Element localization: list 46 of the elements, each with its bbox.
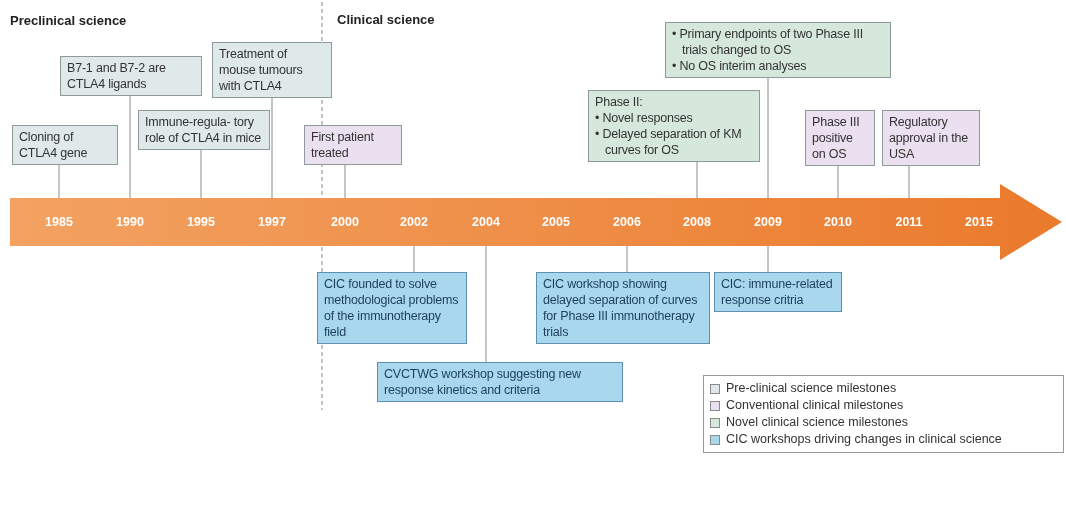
milestone-box: Treatment of mouse tumours with CTLA4 xyxy=(212,42,332,98)
year-label: 2000 xyxy=(319,198,371,246)
milestone-box: Regulatory approval in the USA xyxy=(882,110,980,166)
year-label: 2008 xyxy=(671,198,723,246)
milestone-box: Phase III positive on OS xyxy=(805,110,875,166)
leader-line xyxy=(767,77,769,199)
year-label: 1995 xyxy=(175,198,227,246)
year-label: 2010 xyxy=(812,198,864,246)
milestone-box: B7-1 and B7-2 are CTLA4 ligands xyxy=(60,56,202,96)
milestone-box: CIC workshop showing delayed separation of curves for Phase III immunotherapy trials xyxy=(536,272,710,344)
leader-line xyxy=(413,245,415,273)
leader-line xyxy=(626,245,628,273)
milestone-box: Cloning of CTLA4 gene xyxy=(12,125,118,165)
leader-line xyxy=(271,97,273,199)
milestone-box: CVCTWG workshop suggesting new response kinetics and criteria xyxy=(377,362,623,402)
year-label: 2005 xyxy=(530,198,582,246)
legend-label: Novel clinical science milestones xyxy=(726,414,909,432)
leader-line xyxy=(696,161,698,199)
legend-label: Pre-clinical science milestones xyxy=(726,380,897,398)
year-label: 1997 xyxy=(246,198,298,246)
year-label: 2002 xyxy=(388,198,440,246)
milestone-box: CIC founded to solve methodological problems of the immunotherapy field xyxy=(317,272,467,344)
year-label: 1985 xyxy=(33,198,85,246)
year-label: 2015 xyxy=(953,198,1005,246)
leader-line xyxy=(767,245,769,273)
year-label: 2004 xyxy=(460,198,512,246)
legend-label: Conventional clinical milestones xyxy=(726,397,904,415)
milestone-box: • Primary endpoints of two Phase III trials changed to OS • No OS interim analyses xyxy=(665,22,891,78)
milestone-box: Immune-regula- tory role of CTLA4 in mice xyxy=(138,110,270,150)
year-label: 2009 xyxy=(742,198,794,246)
year-label: 2006 xyxy=(601,198,653,246)
year-label: 1990 xyxy=(104,198,156,246)
section-heading: Preclinical science xyxy=(10,12,127,30)
section-heading: Clinical science xyxy=(337,11,435,29)
milestone-box: CIC: immune-related response critria xyxy=(714,272,842,312)
leader-line xyxy=(129,95,131,199)
leader-line xyxy=(837,165,839,199)
leader-line xyxy=(58,164,60,199)
milestone-box: Phase II: • Novel responses • Delayed separation of KM curves for OS xyxy=(588,90,760,162)
leader-line xyxy=(200,149,202,199)
year-label: 2011 xyxy=(883,198,935,246)
legend-label: CIC workshops driving changes in clinical science xyxy=(726,431,1002,449)
milestone-box: First patient treated xyxy=(304,125,402,165)
leader-line xyxy=(485,245,487,363)
leader-line xyxy=(908,165,910,199)
leader-line xyxy=(344,164,346,199)
